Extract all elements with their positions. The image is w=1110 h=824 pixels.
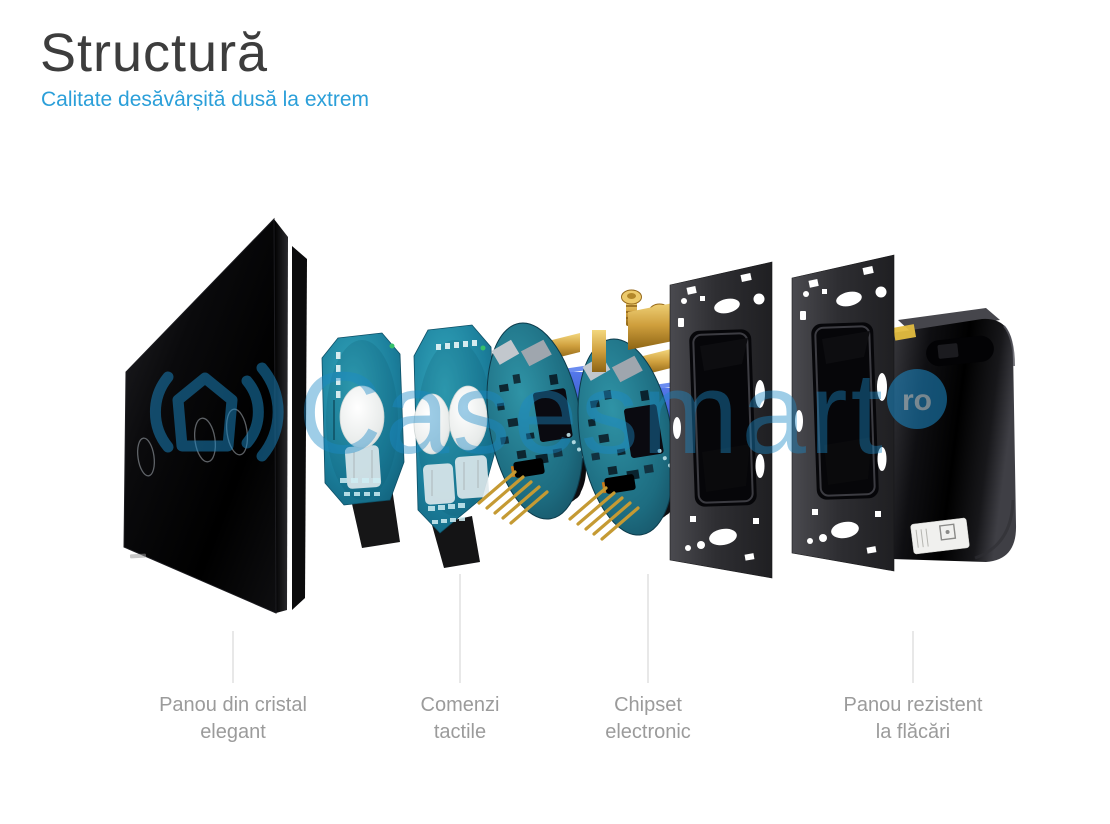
solder-pads	[340, 478, 380, 496]
warning-sticker	[893, 324, 917, 341]
callout-line: tactile	[433, 721, 487, 743]
callout-line: Panou din cristal	[159, 694, 307, 716]
led-dot	[389, 343, 395, 349]
callout-leader-lines	[232, 574, 914, 683]
touch-module-single	[321, 332, 405, 506]
watermark-logo-icon	[150, 362, 284, 462]
panel-brand-mark	[129, 553, 147, 559]
section-header: Structură Calitate desăvârșită dusă la e…	[40, 22, 369, 112]
glass-panel-back-frame	[292, 246, 307, 610]
callout-glass-panel: Panou din cristal elegant	[159, 692, 307, 746]
callout-line: Comenzi	[420, 694, 500, 716]
watermark: Casesmart ro	[150, 348, 947, 478]
touch-dome	[448, 385, 488, 451]
product-label	[910, 517, 970, 555]
gold-busbar	[592, 330, 606, 372]
touch-ring	[136, 437, 156, 477]
callout-chipset: Chipset electronic	[605, 692, 691, 746]
led-dot	[480, 345, 486, 351]
mounting-plate	[669, 261, 773, 579]
plate-cutouts	[673, 273, 765, 561]
callout-line: la flăcări	[875, 721, 951, 743]
callout-line: electronic	[605, 721, 691, 743]
page-subtitle: Calitate desăvârșită dusă la extrem	[41, 88, 369, 112]
chipset-board-assembly	[477, 322, 594, 525]
watermark-ro-badge: ro	[887, 369, 947, 429]
callout-touch-controls: Comenzi tactile	[421, 692, 500, 746]
solder-pads	[428, 503, 465, 524]
touch-module-double	[413, 324, 496, 534]
silicone-clip	[422, 463, 456, 505]
callout-flame-resistant-panel: Panou rezistent la flăcări	[844, 692, 983, 746]
contact-pads	[436, 340, 477, 350]
callout-line: Panou rezistent	[843, 694, 983, 716]
housing-slot	[926, 335, 994, 367]
main-chip	[533, 388, 573, 442]
page-title: Structură	[40, 23, 269, 83]
contact-pads	[336, 352, 341, 398]
glass-panel	[123, 217, 307, 614]
watermark-text: Casesmart	[298, 348, 886, 478]
glass-panel-front-face	[123, 217, 277, 614]
callout-line: elegant	[200, 721, 266, 743]
callout-line: Chipset	[614, 694, 682, 716]
gold-pins	[477, 470, 549, 525]
touch-dome	[339, 385, 385, 449]
rear-housing	[892, 308, 1017, 562]
svg-text:ro: ro	[902, 384, 932, 417]
